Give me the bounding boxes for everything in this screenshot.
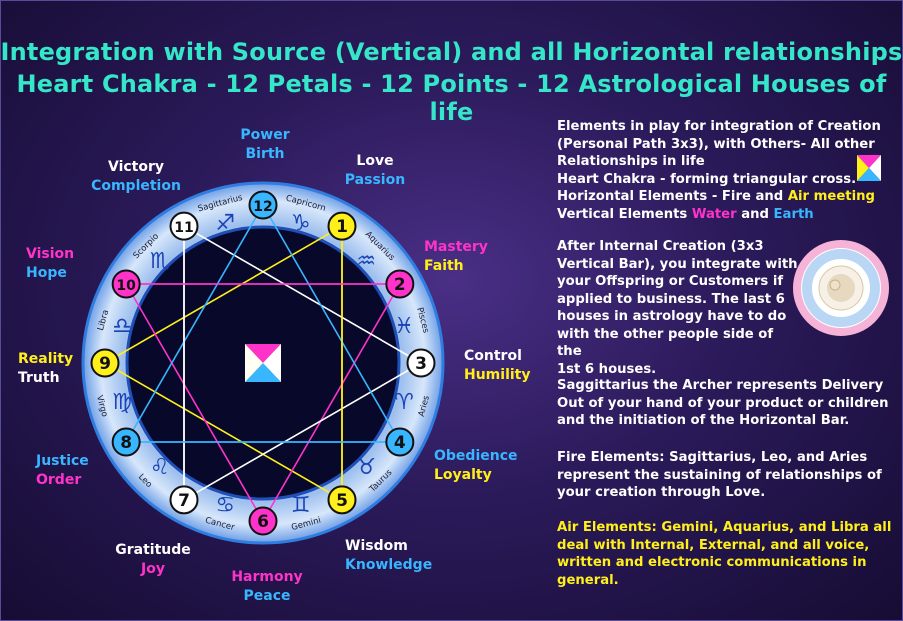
house-marker: 5 <box>327 485 357 515</box>
house-marker: 4 <box>385 427 415 457</box>
star-line <box>125 204 264 443</box>
zodiac-glyph-icon: ♋ <box>215 493 235 518</box>
house-marker: 9 <box>90 348 120 378</box>
center-cross-icon <box>245 344 281 382</box>
house-number: 11 <box>174 220 193 236</box>
house-number: 4 <box>394 433 406 453</box>
house-marker: 10 <box>111 269 141 299</box>
zodiac-glyph-icon: ♒ <box>356 249 376 274</box>
zodiac-glyph-icon: ♓ <box>394 314 414 339</box>
house-marker: 7 <box>169 485 199 515</box>
title-line-1: Integration with Source (Vertical) and a… <box>0 38 903 66</box>
star-line <box>104 225 343 364</box>
house-number: 6 <box>257 512 269 532</box>
house-number: 10 <box>116 278 136 294</box>
zodiac-glyph-icon: ♏ <box>150 249 170 274</box>
zodiac-glyph-icon: ♈ <box>394 390 414 415</box>
zodiac-glyph-icon: ♎ <box>112 314 132 339</box>
star-line <box>262 283 401 522</box>
star-line <box>262 204 401 443</box>
zodiac-glyph-icon: ♉ <box>356 455 376 480</box>
zodiac-glyph-icon: ♐ <box>215 211 235 236</box>
house-number: 1 <box>336 217 348 237</box>
house-number: 3 <box>415 354 427 374</box>
small-cross-icon <box>857 155 881 181</box>
house-marker: 8 <box>111 427 141 457</box>
text-block-air: Air Elements: Gemini, Aquarius, and Libr… <box>557 520 892 588</box>
house-marker: 1 <box>327 211 357 241</box>
house-marker: 12 <box>248 190 278 220</box>
text-block-elements: Elements in play for integration of Crea… <box>557 119 881 222</box>
house-marker: 3 <box>406 348 436 378</box>
house-number: 8 <box>120 433 132 453</box>
star-line <box>183 225 422 364</box>
text-block-fire: Fire Elements: Sagittarius, Leo, and Ari… <box>557 450 882 500</box>
zodiac-glyph-icon: ♍ <box>112 390 132 415</box>
house-number: 12 <box>253 199 272 215</box>
house-marker: 2 <box>385 269 415 299</box>
title-line-2: Heart Chakra - 12 Petals - 12 Points - 1… <box>16 70 887 126</box>
house-marker: 11 <box>169 211 199 241</box>
zodiac-glyph-icon: ♌ <box>150 455 170 480</box>
star-lines <box>104 204 422 522</box>
house-marker: 6 <box>248 506 278 536</box>
star-line <box>183 362 422 501</box>
star-line <box>104 362 343 501</box>
text-block-sagittarius: Saggittarius the Archer represents Deliv… <box>557 378 889 428</box>
house-number: 5 <box>336 491 348 511</box>
house-number: 9 <box>99 354 111 374</box>
star-line <box>125 283 264 522</box>
zodiac-glyph-icon: ♊ <box>291 493 311 518</box>
zodiac-glyph-icon: ♑ <box>291 211 311 236</box>
zodiac-wheel-icon <box>793 240 889 336</box>
house-number: 7 <box>178 491 190 511</box>
text-block-internal-creation: After Internal Creation (3x3 Vertical Ba… <box>557 239 798 377</box>
house-number: 2 <box>394 275 406 295</box>
